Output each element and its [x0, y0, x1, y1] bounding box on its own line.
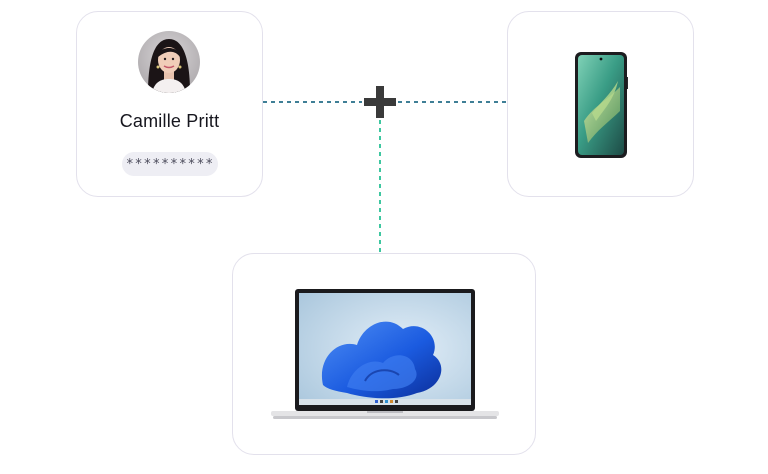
- user-avatar: [138, 31, 200, 93]
- user-name: Camille Pritt: [119, 111, 220, 131]
- smartphone-icon: [575, 52, 628, 158]
- user-card: Camille Pritt **********: [76, 11, 263, 197]
- plus-icon: [364, 86, 396, 118]
- laptop-card: [232, 253, 536, 455]
- avatar-icon: [138, 31, 200, 93]
- laptop-icon: [271, 289, 499, 419]
- password-field: **********: [122, 152, 218, 176]
- phone-card: [507, 11, 694, 197]
